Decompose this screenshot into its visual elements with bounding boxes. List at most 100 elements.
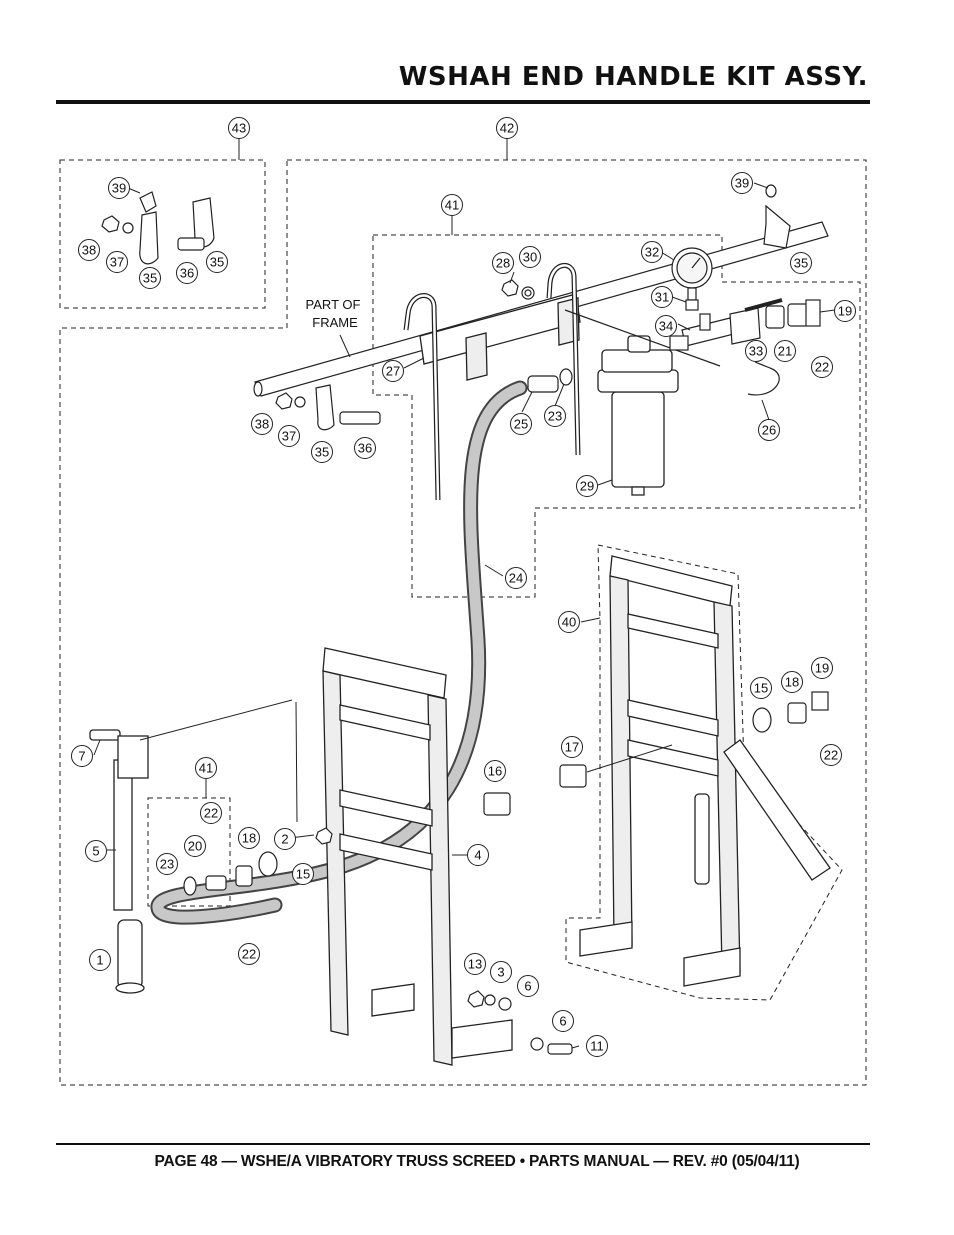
callout-circle [354, 437, 376, 459]
callout-circle [139, 267, 161, 289]
callout-23: 23 [544, 405, 566, 427]
callout-number: 18 [242, 831, 256, 846]
callout-number: 2 [281, 832, 288, 847]
callout-circle [464, 953, 486, 975]
callout-circle [790, 252, 812, 274]
callout-number: 16 [488, 764, 502, 779]
callout-circle [382, 360, 404, 382]
callout-22: 22 [811, 356, 833, 378]
callout-number: 27 [386, 364, 400, 379]
callout-number: 21 [778, 344, 792, 359]
callout-number: 17 [565, 740, 579, 755]
callout-number: 40 [562, 615, 576, 630]
callout-38: 38 [78, 239, 100, 261]
callout-circle [758, 419, 780, 441]
callout-38: 38 [251, 413, 273, 435]
callout-number: 20 [188, 839, 202, 854]
callout-number: 43 [232, 121, 246, 136]
callout-37: 37 [106, 251, 128, 273]
callout-circle [292, 863, 314, 885]
callout-35: 35 [790, 252, 812, 274]
callout-circle [206, 251, 228, 273]
callout-13: 13 [464, 953, 486, 975]
callout-6: 6 [517, 975, 539, 997]
callout-18: 18 [781, 671, 803, 693]
callout-36: 36 [176, 262, 198, 284]
callout-circle [195, 757, 217, 779]
valve-assembly [669, 247, 821, 351]
callout-22: 22 [820, 744, 842, 766]
callout-24: 24 [505, 567, 527, 589]
callout-circle [238, 827, 260, 849]
callout-number: 35 [210, 255, 224, 270]
callout-19: 19 [834, 300, 856, 322]
callout-35: 35 [139, 267, 161, 289]
callout-35: 35 [206, 251, 228, 273]
callout-17: 17 [561, 736, 583, 758]
callout-number: 19 [838, 304, 852, 319]
callout-circle [274, 828, 296, 850]
kit-43-boundary [59, 159, 266, 309]
callout-2: 2 [274, 828, 296, 850]
callout-number: 31 [655, 290, 669, 305]
callout-number: 5 [92, 844, 99, 859]
callout-circle [820, 744, 842, 766]
callout-number: 33 [749, 344, 763, 359]
callout-number: 37 [110, 255, 124, 270]
callout-7: 7 [71, 745, 93, 767]
callout-number: 13 [468, 957, 482, 972]
callout-circle [278, 425, 300, 447]
callout-number: 7 [78, 749, 85, 764]
callout-circle [517, 975, 539, 997]
callout-circle [108, 177, 130, 199]
callout-30: 30 [519, 246, 541, 268]
callout-number: 41 [445, 198, 459, 213]
callout-number: 35 [315, 445, 329, 460]
part-of-frame-note: PART OF FRAME [306, 297, 361, 330]
callout-circle [576, 475, 598, 497]
left-handle [89, 729, 149, 994]
callout-36: 36 [354, 437, 376, 459]
callout-number: 28 [496, 256, 510, 271]
kit-42-boundary [59, 159, 867, 1086]
callout-circle [510, 413, 532, 435]
callout-23: 23 [156, 853, 178, 875]
callout-number: 38 [255, 417, 269, 432]
frame-40-boundary [565, 544, 843, 1001]
callout-37: 37 [278, 425, 300, 447]
callout-number: 3 [497, 965, 504, 980]
callout-43: 43 [228, 117, 250, 139]
callout-circle [544, 405, 566, 427]
callout-circle [552, 1010, 574, 1032]
callout-number: 39 [112, 181, 126, 196]
callout-circle [561, 736, 583, 758]
callout-6: 6 [552, 1010, 574, 1032]
lower-fittings [183, 691, 829, 1055]
callout-circle [156, 853, 178, 875]
group-boundaries [59, 159, 867, 1086]
callout-number: 36 [358, 441, 372, 456]
filter-bracket-27 [403, 263, 581, 501]
callout-circle [655, 315, 677, 337]
callout-number: 24 [509, 571, 523, 586]
callout-number: 26 [762, 423, 776, 438]
handle-frame-4 [322, 647, 513, 1066]
water-filter-29 [597, 335, 679, 496]
callout-circle [641, 241, 663, 263]
callout-20: 20 [184, 835, 206, 857]
callout-circle [89, 949, 111, 971]
pipe-clamp-fittings [501, 184, 791, 393]
callout-15: 15 [292, 863, 314, 885]
callout-circle [106, 251, 128, 273]
callout-4: 4 [467, 844, 489, 866]
callout-16: 16 [484, 760, 506, 782]
callout-number: 35 [794, 256, 808, 271]
callout-18: 18 [238, 827, 260, 849]
callout-circle [750, 677, 772, 699]
callout-circle [228, 117, 250, 139]
callout-circle [200, 802, 222, 824]
callout-22: 22 [238, 943, 260, 965]
note-line-2: FRAME [312, 315, 358, 330]
